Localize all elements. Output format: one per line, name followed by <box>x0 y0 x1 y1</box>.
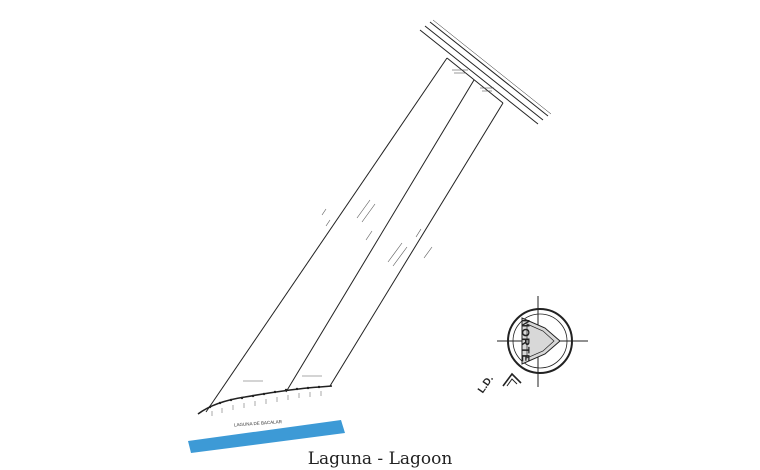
shoreline-dots <box>208 385 321 409</box>
north-arrow: NORTE <box>497 296 588 387</box>
shoreline <box>197 385 333 415</box>
corner-label: L.D. <box>476 373 496 395</box>
lot-boundaries <box>205 57 504 413</box>
corner-marker: L.D. <box>476 372 522 395</box>
lot-annotation-marks <box>243 69 494 382</box>
compass-label: NORTE <box>519 319 531 363</box>
road <box>419 19 552 125</box>
shoreline-tick-marks <box>211 391 322 416</box>
lagoon-label: LAGUNA DE BACALAR <box>234 419 283 427</box>
figure-caption: Laguna - Lagoon <box>307 449 453 469</box>
lagoon-water <box>188 420 345 453</box>
